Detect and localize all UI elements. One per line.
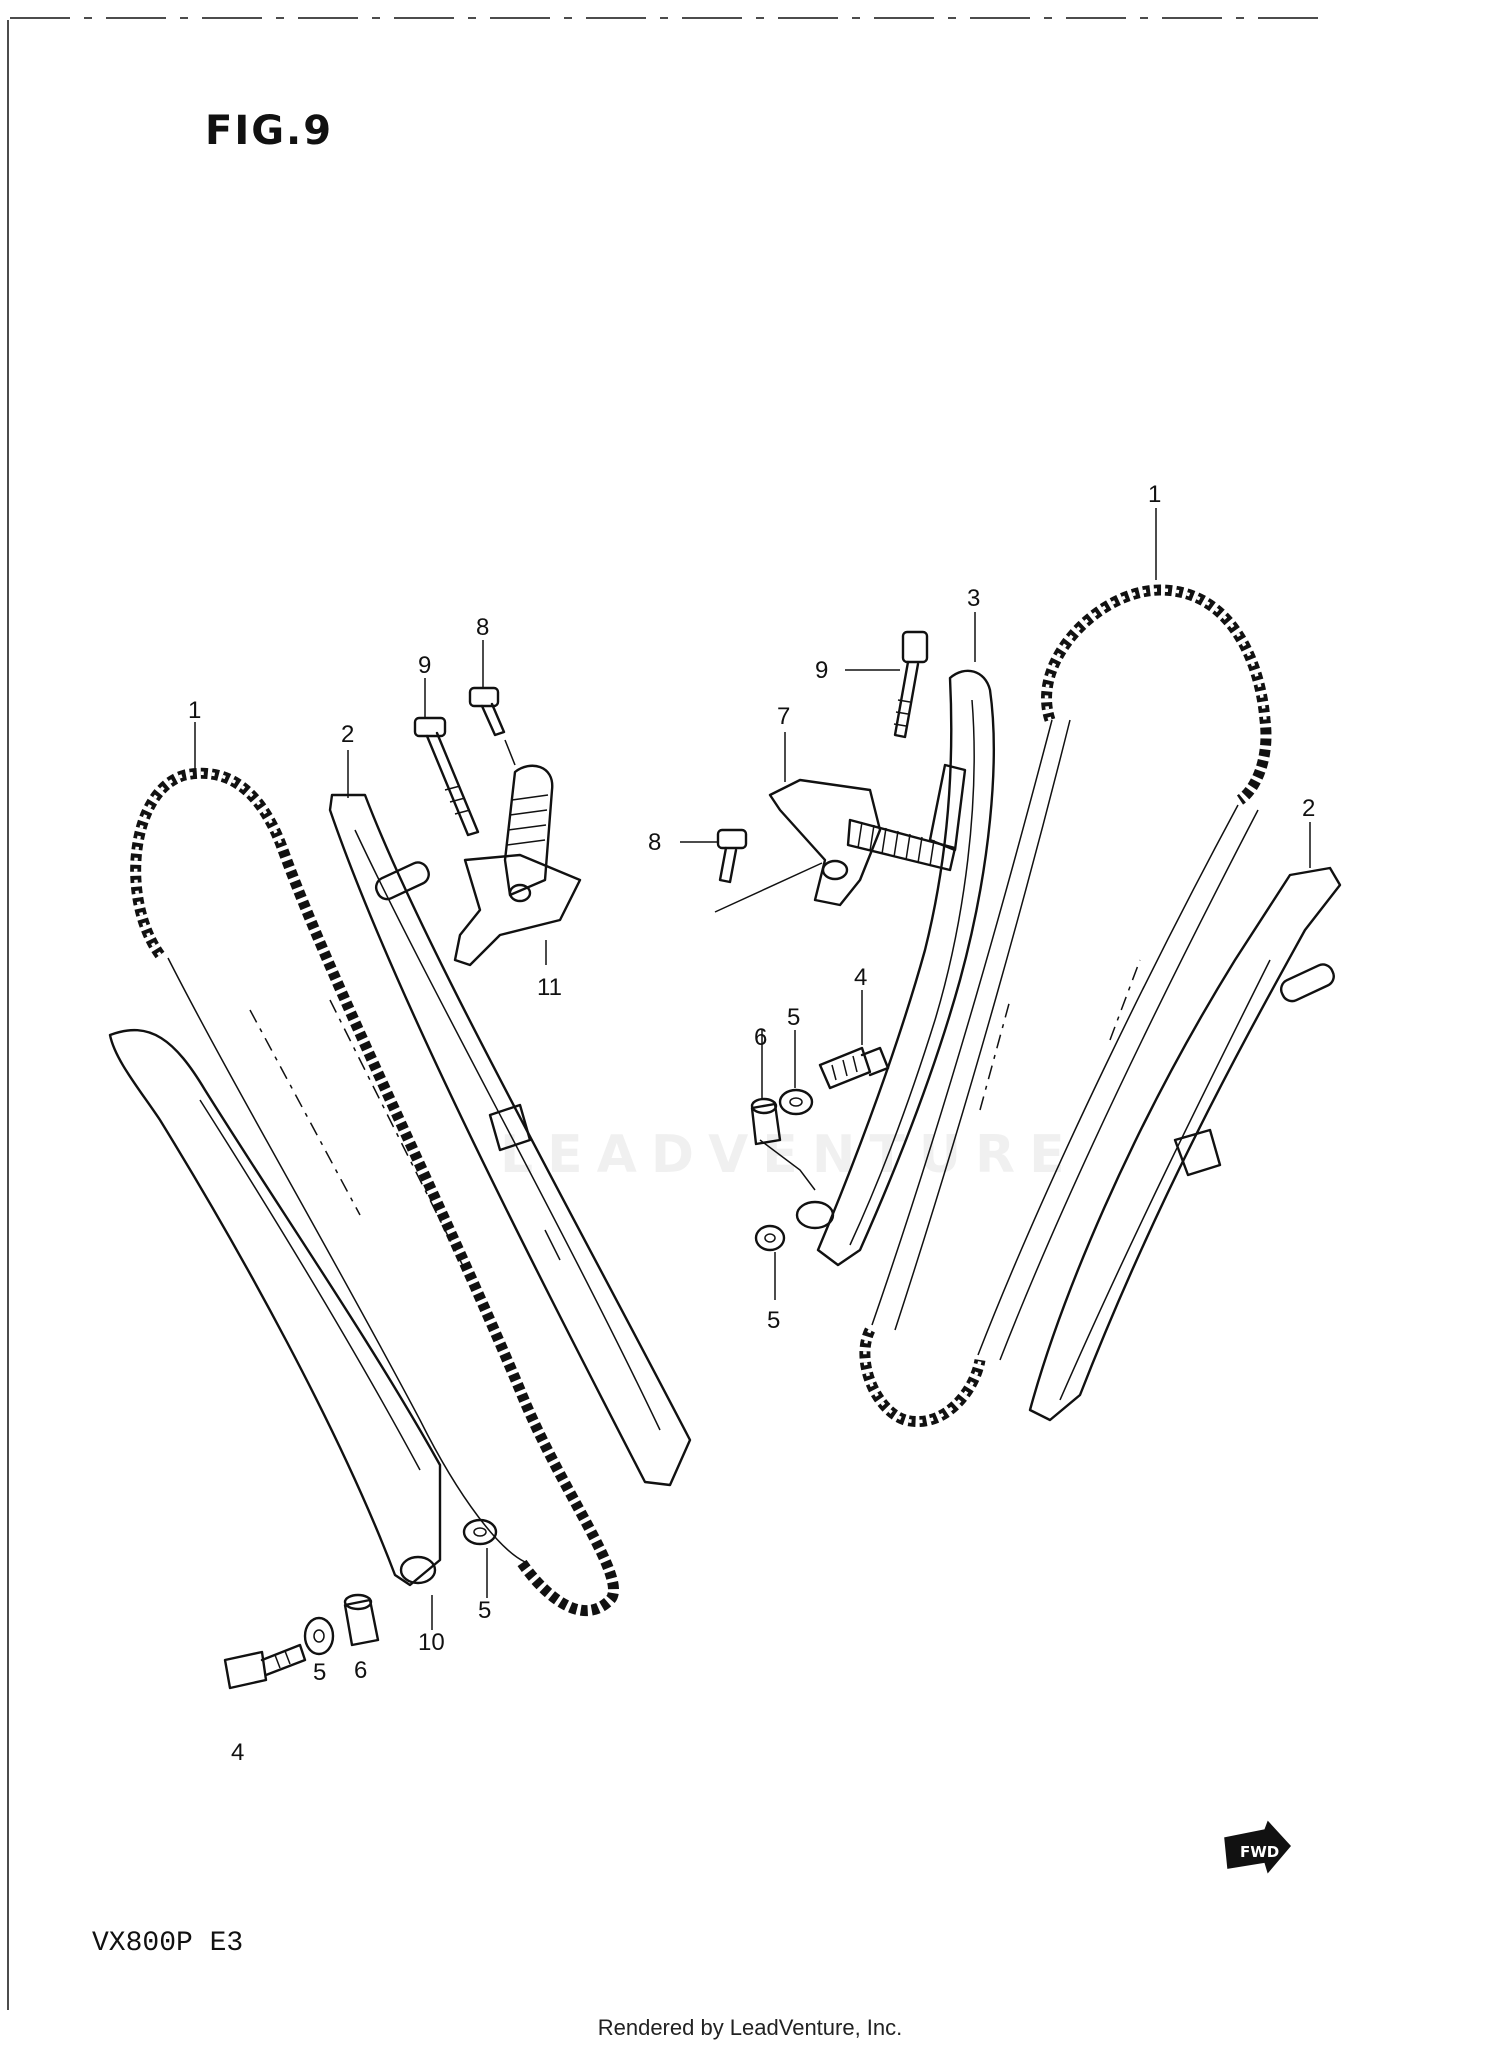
watermark: LEADVENTURE (500, 1125, 1079, 1185)
chain-tensioner-left (108, 1029, 442, 1587)
callout-9-right: 9 (815, 657, 828, 684)
cam-chain-left (130, 767, 619, 1617)
callout-11: 11 (537, 974, 562, 1001)
leader-6-right (759, 1139, 816, 1191)
callout-9-left: 9 (418, 652, 431, 679)
collar-left-6 (343, 1593, 380, 1647)
washer-right-5a (778, 1088, 814, 1116)
bolt-right-8 (716, 828, 748, 884)
callout-5-left-b: 5 (313, 1659, 326, 1686)
bolt-left-4 (223, 1643, 307, 1690)
washer-left-5b (303, 1616, 335, 1656)
callout-3: 3 (967, 585, 980, 612)
callout-5-right-b: 5 (767, 1307, 780, 1334)
callout-2-left: 2 (341, 721, 354, 748)
model-code: VX800P E3 (92, 1928, 244, 1959)
chain-guide-right-2 (1028, 866, 1342, 1422)
footer-credit: Rendered by LeadVenture, Inc. (597, 2015, 903, 2040)
tensioner-adjuster-left (453, 764, 582, 967)
callout-4-left: 4 (231, 1739, 244, 1766)
collar-right-6 (750, 1097, 782, 1146)
bolt-left-8 (468, 686, 506, 737)
callout-7: 7 (777, 703, 790, 730)
callout-1-right: 1 (1148, 481, 1161, 508)
callout-6-left: 6 (354, 1657, 367, 1684)
cam-chain-right (859, 584, 1272, 1427)
callout-1-left: 1 (188, 697, 201, 724)
callout-8-left: 8 (476, 614, 489, 641)
chain-guide-left (328, 793, 692, 1487)
callout-leaders (194, 508, 1311, 1630)
chain-guide-right (795, 669, 995, 1267)
bolt-left-9 (413, 716, 480, 837)
callout-5-left-a: 5 (478, 1597, 491, 1624)
figure-title: FIG.9 (205, 108, 334, 154)
bolt-right-9 (893, 630, 929, 739)
washer-left-5a (462, 1518, 498, 1546)
callout-4-right: 4 (854, 964, 867, 991)
washer-right-5b (754, 1224, 786, 1252)
tensioner-adjuster-right (768, 778, 957, 907)
callout-10: 10 (418, 1629, 445, 1656)
leader-8-left (504, 739, 516, 766)
fwd-badge-label: FWD (1240, 1843, 1279, 1861)
bolt-right-4 (818, 1046, 890, 1090)
callout-8-right: 8 (648, 829, 661, 856)
fwd-badge (1224, 1820, 1291, 1874)
callout-2-right: 2 (1302, 795, 1315, 822)
callout-5-right-a: 5 (787, 1004, 800, 1031)
leader-7-bolt (714, 862, 823, 913)
callout-6-right: 6 (754, 1024, 767, 1051)
